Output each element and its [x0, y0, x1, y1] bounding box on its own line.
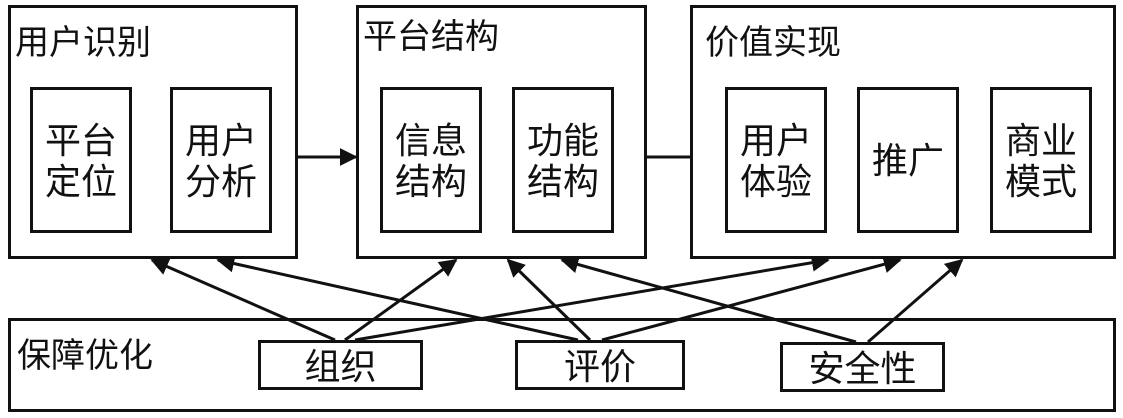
information-structure-label: 信息 结构: [394, 121, 467, 204]
arrow-security-to-value: [867, 258, 964, 344]
function-structure-box: 功能 结构: [512, 87, 614, 233]
arrow-eval-to-user: [216, 254, 579, 342]
arrow-org-to-value: [354, 253, 830, 342]
promotion-label: 推广: [871, 141, 944, 182]
evaluation-label: 评价: [563, 347, 636, 388]
user-identification-title: 用户识别: [15, 23, 151, 63]
evaluation-box: 评价: [515, 340, 685, 390]
assurance-optimization-group: 保障优化: [8, 318, 1116, 412]
organization-label: 组织: [304, 347, 377, 388]
platform-positioning-box: 平台 定位: [30, 87, 132, 233]
user-analysis-box: 用户 分析: [170, 87, 272, 233]
promotion-box: 推广: [857, 87, 959, 233]
business-model-box: 商业 模式: [990, 87, 1092, 233]
value-realization-title: 价值实现: [705, 23, 841, 63]
business-model-label: 商业 模式: [1004, 121, 1077, 204]
user-experience-box: 用户 体验: [725, 87, 827, 233]
organization-box: 组织: [258, 340, 423, 390]
information-structure-box: 信息 结构: [380, 87, 482, 233]
arrow-org-to-user: [150, 258, 336, 342]
function-structure-label: 功能 结构: [526, 121, 599, 204]
platform-positioning-label: 平台 定位: [44, 121, 117, 204]
security-box: 安全性: [780, 342, 945, 392]
user-experience-label: 用户 体验: [739, 121, 812, 204]
security-label: 安全性: [808, 349, 917, 390]
user-analysis-label: 用户 分析: [184, 121, 257, 204]
arrow-eval-to-platform: [506, 258, 592, 342]
arrow-eval-to-value: [601, 255, 902, 342]
arrow-security-to-platform: [560, 255, 857, 344]
platform-structure-title: 平台结构: [363, 17, 499, 57]
assurance-optimization-title: 保障优化: [17, 336, 153, 376]
